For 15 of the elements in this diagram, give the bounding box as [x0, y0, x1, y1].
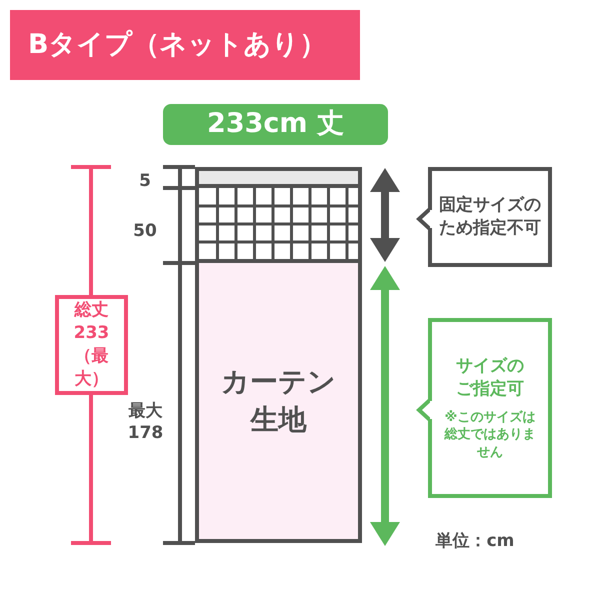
title-banner: Bタイプ（ネットあり） — [10, 10, 360, 80]
node-label: カーテン生地 — [220, 364, 337, 438]
dimension-label: 5 — [138, 170, 152, 192]
dimension-label: 50 — [132, 220, 158, 242]
dimension-label: 最大 178 — [126, 400, 164, 444]
node-label: 固定サイズのため指定不可 — [438, 194, 542, 240]
node-label: 総丈 233 （最大） — [72, 299, 110, 391]
unit-note: 単位：cm — [434, 530, 516, 552]
header-strip — [195, 167, 362, 188]
length-badge — [163, 104, 388, 145]
node-label: 233cm 丈 — [207, 107, 344, 142]
note-text: ※このサイズは総丈ではありません — [443, 408, 536, 462]
curtain-fabric-panel — [195, 263, 362, 543]
total-length-box — [55, 295, 128, 395]
node-label: サイズのご指定可 — [455, 354, 525, 401]
